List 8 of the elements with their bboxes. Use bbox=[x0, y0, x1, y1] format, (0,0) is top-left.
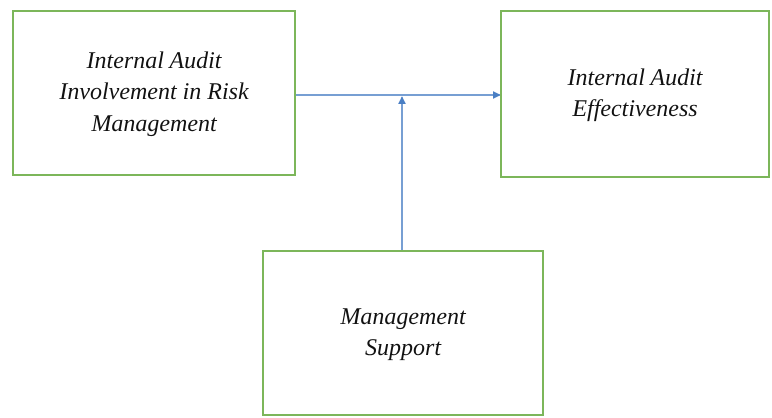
box-label: Internal Audit Involvement in Risk Management bbox=[58, 47, 250, 139]
arrow bbox=[296, 91, 501, 99]
concept-box bbox=[262, 250, 544, 416]
box-label: Internal Audit Effectiveness bbox=[566, 64, 704, 124]
concept-box bbox=[12, 10, 296, 176]
arrow bbox=[398, 96, 406, 250]
concept-box bbox=[500, 10, 770, 178]
box-label: Management Support bbox=[339, 302, 468, 363]
